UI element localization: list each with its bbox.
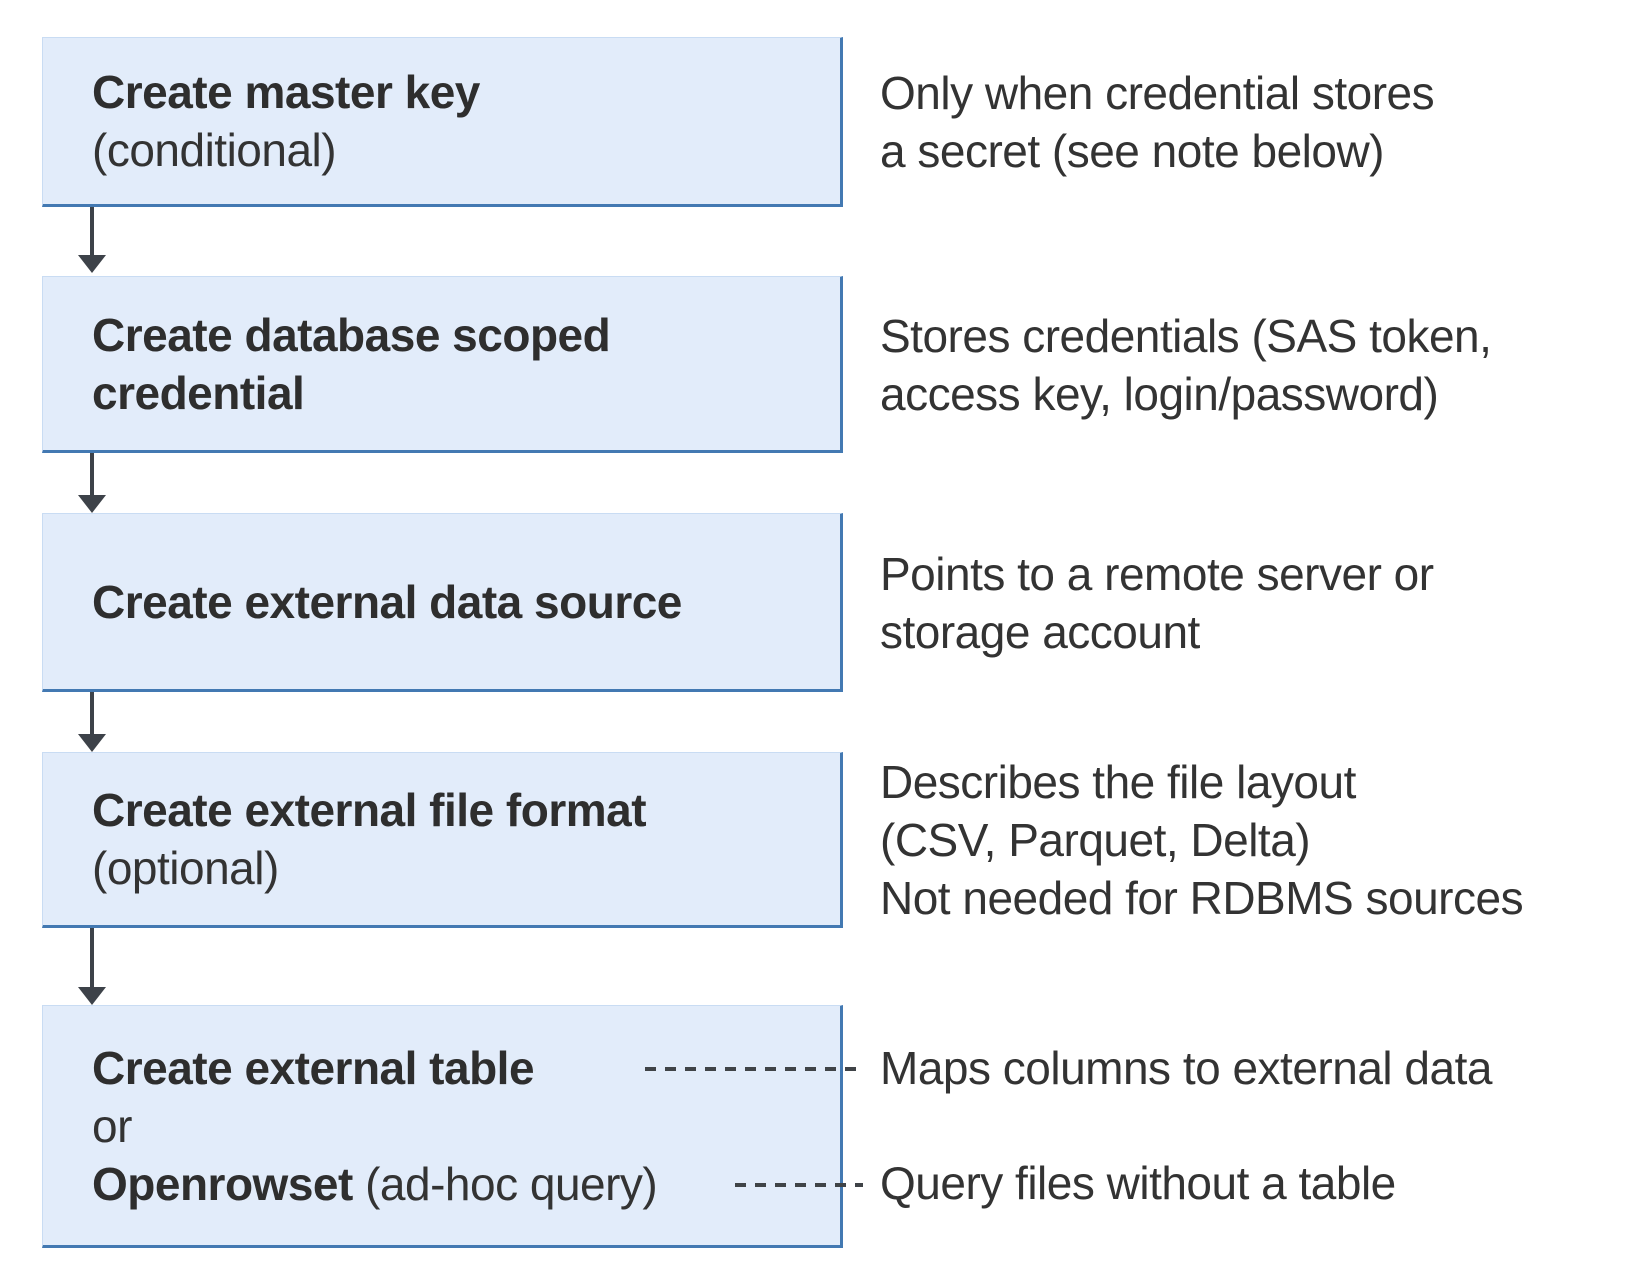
arrow-head-icon bbox=[78, 255, 106, 273]
step-box-create-external-file-format: Create external file format (optional) bbox=[42, 752, 843, 928]
note-line: access key, login/password) bbox=[880, 367, 1439, 420]
arrow-stem bbox=[90, 453, 94, 496]
note-line: a secret (see note below) bbox=[880, 125, 1385, 177]
step-title: credential bbox=[92, 366, 305, 419]
step-title: Create external file format bbox=[92, 784, 647, 836]
arrow-head-icon bbox=[78, 987, 106, 1005]
step-alt-title-line: Openrowset (ad-hoc query) bbox=[92, 1155, 840, 1213]
note-create-database-scoped-credential: Stores credentials (SAS token, access ke… bbox=[880, 276, 1610, 453]
note-line: Only when credential stores bbox=[880, 67, 1435, 119]
step-box-create-external-data-source: Create external data source bbox=[42, 513, 843, 692]
note-line: Describes the file layout bbox=[880, 756, 1356, 808]
callout-query-files: Query files without a table bbox=[880, 1157, 1396, 1209]
callout-maps-columns: Maps columns to external data bbox=[880, 1042, 1492, 1094]
arrow-stem bbox=[90, 207, 94, 256]
flow-arrow-3 bbox=[78, 692, 106, 752]
step-alt-title: Openrowset bbox=[92, 1157, 353, 1210]
note-create-master-key: Only when credential stores a secret (se… bbox=[880, 37, 1610, 207]
arrow-head-icon bbox=[78, 495, 106, 513]
step-box-create-external-table-or-openrowset: Create external table or Openrowset (ad-… bbox=[42, 1005, 843, 1248]
note-create-external-file-format: Describes the file layout (CSV, Parquet,… bbox=[880, 752, 1610, 928]
note-line: storage account bbox=[880, 605, 1200, 658]
step-qualifier: (optional) bbox=[92, 842, 279, 894]
note-create-external-data-source: Points to a remote server or storage acc… bbox=[880, 513, 1610, 692]
note-line: Stores credentials (SAS token, bbox=[880, 309, 1492, 362]
step-connector-or: or bbox=[92, 1099, 132, 1152]
flow-arrow-1 bbox=[78, 207, 106, 273]
step-title: Create external table bbox=[92, 1041, 535, 1094]
note-line: Points to a remote server or bbox=[880, 547, 1434, 600]
arrow-stem bbox=[90, 928, 94, 988]
note-line: (CSV, Parquet, Delta) bbox=[880, 814, 1311, 866]
dashed-connector-openrowset bbox=[735, 1183, 863, 1187]
dashed-connector-external-table bbox=[645, 1067, 860, 1071]
arrow-stem bbox=[90, 692, 94, 735]
step-box-create-master-key: Create master key (conditional) bbox=[42, 37, 843, 207]
flow-arrow-2 bbox=[78, 453, 106, 513]
step-qualifier: (conditional) bbox=[92, 124, 337, 176]
arrow-head-icon bbox=[78, 734, 106, 752]
flow-arrow-4 bbox=[78, 928, 106, 1005]
step-box-create-database-scoped-credential: Create database scoped credential bbox=[42, 276, 843, 453]
step-title: Create database scoped bbox=[92, 308, 611, 361]
step-title: Create master key bbox=[92, 66, 480, 118]
note-line: Not needed for RDBMS sources bbox=[880, 872, 1524, 924]
step-alt-qualifier: (ad-hoc query) bbox=[352, 1157, 658, 1210]
step-title: Create external data source bbox=[92, 575, 682, 628]
